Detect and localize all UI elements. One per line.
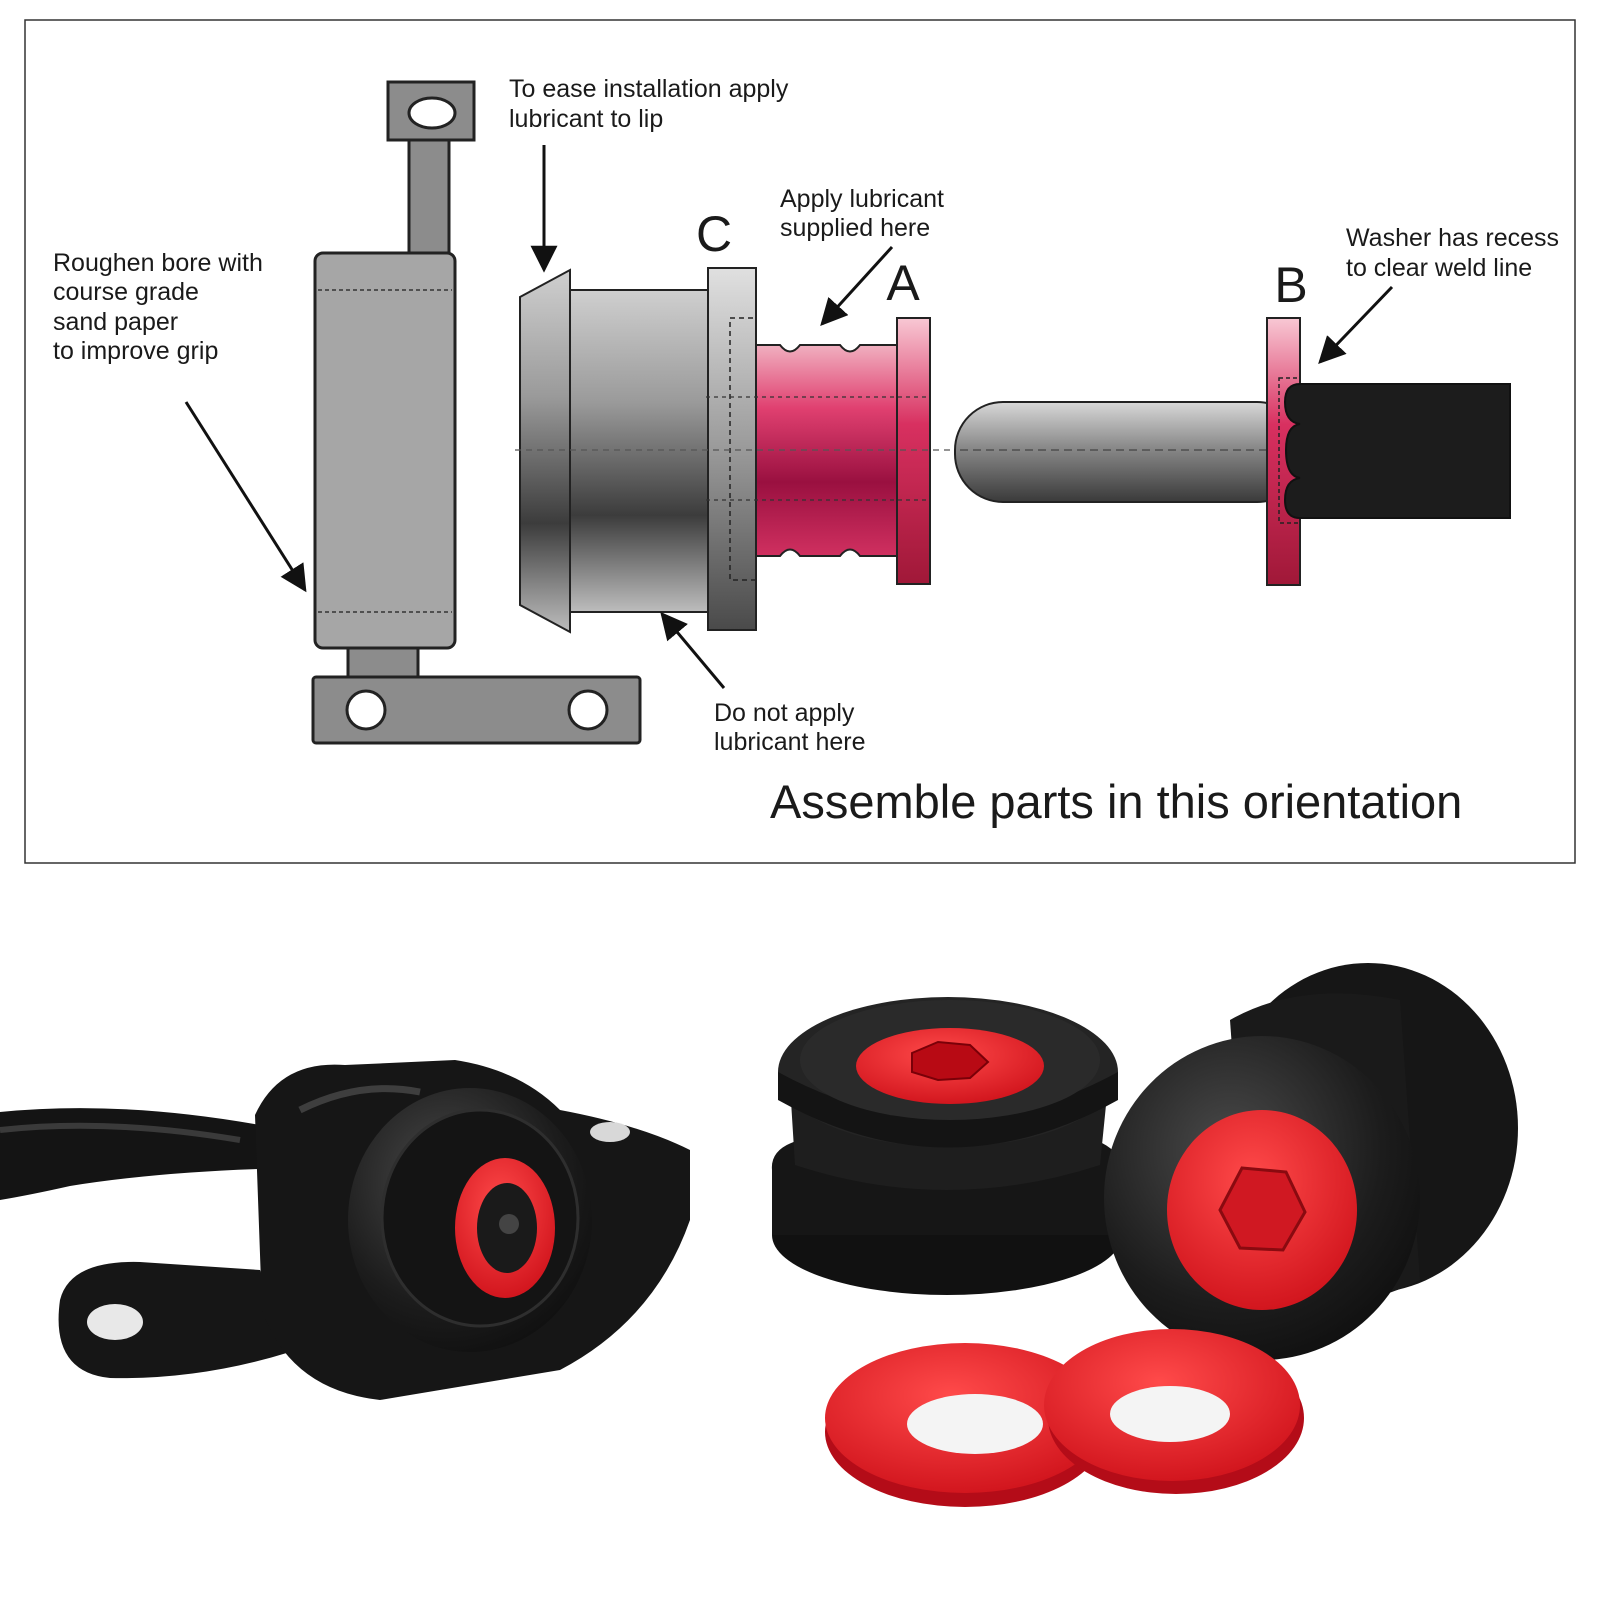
- arrow-no-lube: [660, 611, 726, 689]
- shell-flange: [707, 267, 757, 631]
- product-photo: [0, 963, 1518, 1507]
- bracket-top-hole: [407, 96, 457, 130]
- annotation-apply-line-2: supplied here: [780, 214, 930, 242]
- bracket-bore-tube: [313, 251, 457, 650]
- mounting-bracket: [311, 80, 642, 745]
- annotation-no-lube-line-2: lubricant here: [714, 728, 865, 756]
- bracket-hole-right: [567, 689, 609, 731]
- control-arm-photo: [0, 1060, 690, 1400]
- annotation-washer-line-1: Washer has recess: [1346, 224, 1559, 252]
- annotation-roughen-line-3: sand paper: [53, 308, 178, 336]
- red-washer-photo: [825, 1329, 1304, 1507]
- diagram-caption: Assemble parts in this orientation: [770, 775, 1462, 828]
- annotation-washer-line-2: to clear weld line: [1346, 254, 1532, 282]
- annotation-roughen-line-4: to improve grip: [53, 337, 218, 365]
- annotation-roughen-line-2: course grade: [53, 278, 199, 306]
- annotation-no-lube-line-1: Do not apply: [714, 699, 855, 727]
- annotation-roughen-line-1: Roughen bore with: [53, 249, 263, 277]
- arm-bolt-hole: [590, 1122, 630, 1142]
- annotation-apply: Apply lubricant supplied here: [780, 185, 944, 242]
- arrow-washer: [1318, 285, 1394, 364]
- annotation-ease-line-1: To ease installation apply: [509, 75, 789, 103]
- annotation-no-lube: Do not apply lubricant here: [714, 699, 865, 756]
- part-letter-a: A: [886, 255, 920, 311]
- bushing-upright-photo: [771, 997, 1122, 1295]
- annotation-washer: Washer has recess to clear weld line: [1346, 224, 1559, 282]
- annotation-apply-line-1: Apply lubricant: [780, 185, 944, 213]
- red-inner-sleeve: [755, 317, 931, 585]
- arrow-roughen: [184, 401, 307, 593]
- part-letter-c: C: [696, 206, 732, 262]
- bushing-tilted-photo: [1104, 963, 1518, 1360]
- annotation-ease-line-2: lubricant to lip: [509, 105, 663, 133]
- installation-diagram: C A B Roughen bore with course grade san…: [24, 19, 1576, 864]
- arrow-apply: [820, 245, 894, 326]
- part-letter-b: B: [1274, 257, 1307, 313]
- bushing-shell: [519, 267, 757, 634]
- annotation-ease: To ease installation apply lubricant to …: [509, 75, 789, 133]
- arm-mount-hole: [87, 1304, 143, 1340]
- black-end-block: [1283, 383, 1511, 519]
- annotation-roughen: Roughen bore with course grade sand pape…: [53, 249, 263, 365]
- bolt-rod: [954, 401, 1306, 503]
- annotation-arrows: [184, 145, 1394, 689]
- bracket-hole-left: [345, 689, 387, 731]
- washer-a: [896, 317, 931, 585]
